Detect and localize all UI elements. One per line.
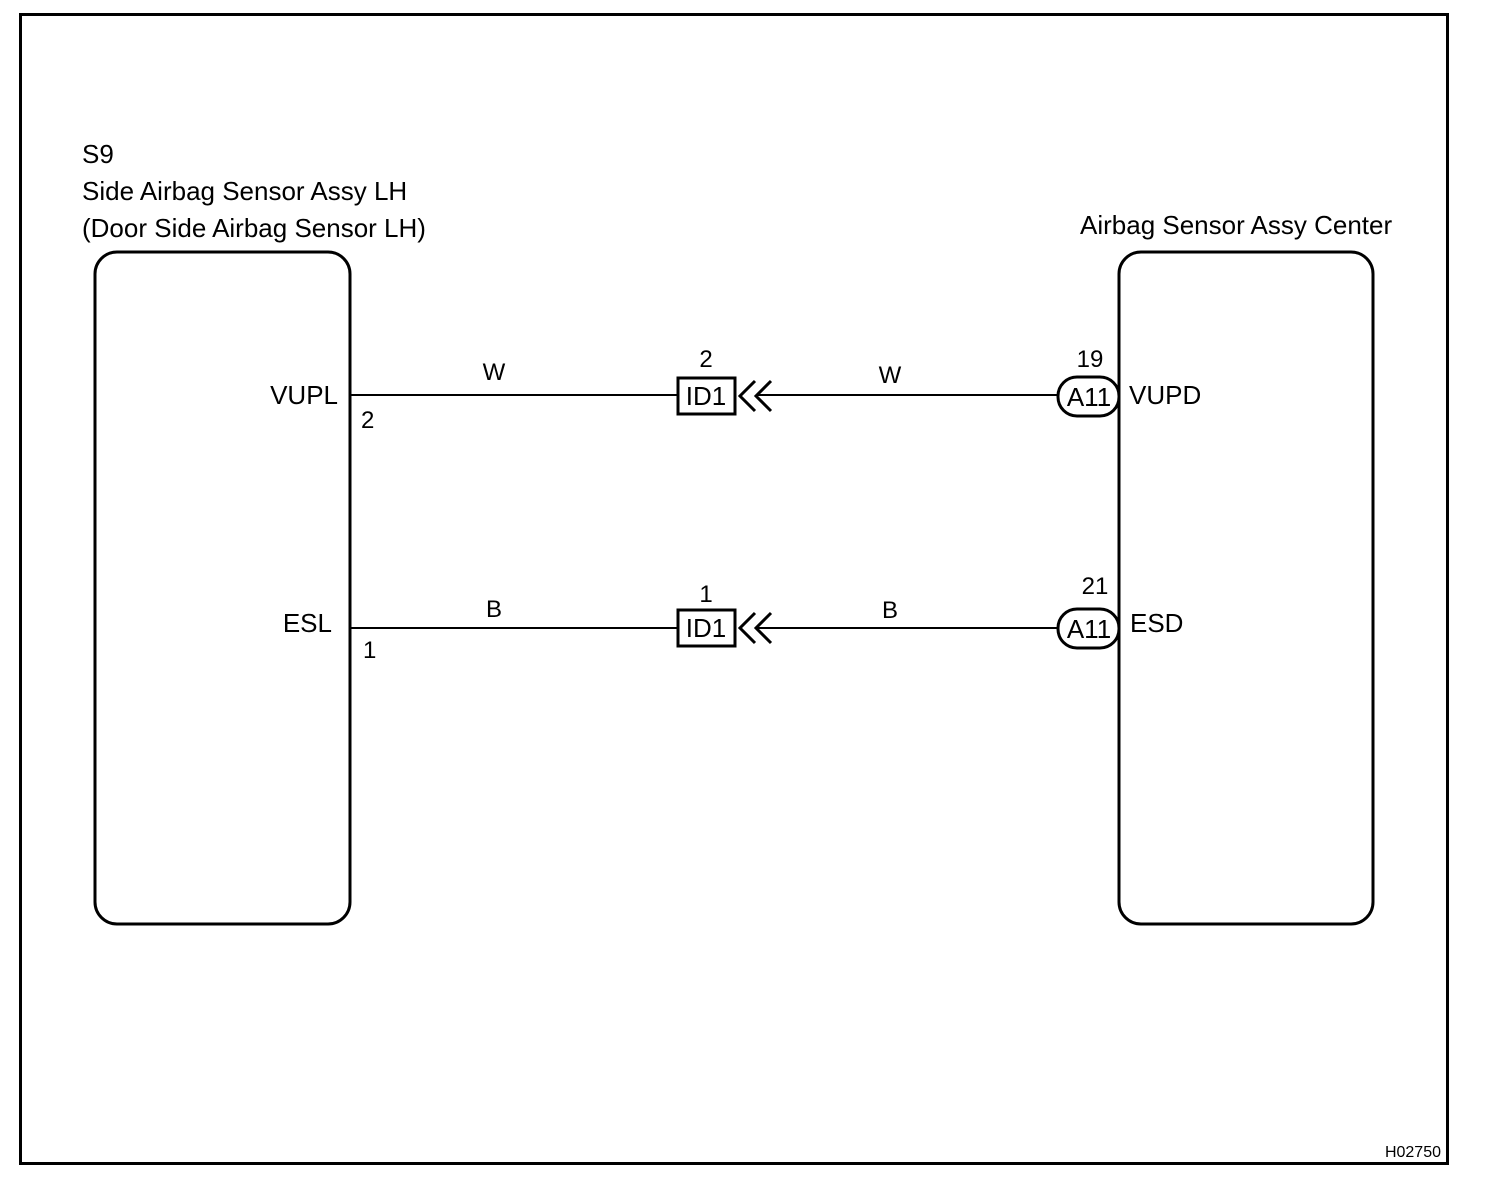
right-pin-number: 21 — [1082, 573, 1109, 600]
circuit-vupl-vupd: VUPL 2 W 2 ID1 W 19 A11 VUPD — [270, 346, 1201, 434]
left-pin-number: 2 — [361, 407, 374, 434]
left-pin-number: 1 — [363, 637, 376, 664]
wire-color-left: B — [486, 596, 502, 623]
right-terminal-label: VUPD — [1129, 380, 1201, 410]
wire-color-left: W — [483, 359, 506, 386]
junction-pin-number: 1 — [699, 581, 712, 608]
left-component-name: Side Airbag Sensor Assy LH — [82, 176, 407, 206]
left-terminal-label: ESL — [283, 608, 332, 638]
right-component-name: Airbag Sensor Assy Center — [1080, 210, 1392, 240]
junction-connector-label: ID1 — [686, 613, 726, 643]
right-terminal-label: ESD — [1130, 608, 1183, 638]
right-component-box — [1117, 250, 1375, 926]
right-pin-number: 19 — [1077, 346, 1104, 373]
right-connector-oval — [1056, 607, 1121, 650]
connector-arrow-icon — [753, 611, 773, 645]
right-connector-label: A11 — [1067, 382, 1111, 412]
diagram-frame — [19, 13, 1449, 1165]
left-terminal-label: VUPL — [270, 380, 338, 410]
left-component-subname: (Door Side Airbag Sensor LH) — [82, 213, 426, 243]
circuit-esl-esd: ESL 1 B 1 ID1 B 21 A11 ESD — [283, 573, 1184, 664]
junction-connector-box — [676, 376, 737, 416]
figure-code: H02750 — [1385, 1144, 1441, 1161]
right-connector-label: A11 — [1067, 614, 1111, 644]
junction-connector-box — [676, 608, 737, 648]
wire-color-right: W — [879, 362, 902, 389]
junction-pin-number: 2 — [699, 346, 712, 373]
connector-arrow-icon — [737, 611, 757, 645]
connector-arrow-icon — [753, 379, 773, 413]
wire-color-right: B — [882, 597, 898, 624]
left-component-code: S9 — [82, 139, 114, 169]
connector-arrow-icon — [737, 379, 757, 413]
junction-connector-label: ID1 — [686, 381, 726, 411]
left-component-box — [93, 250, 352, 926]
right-connector-oval — [1056, 375, 1121, 418]
